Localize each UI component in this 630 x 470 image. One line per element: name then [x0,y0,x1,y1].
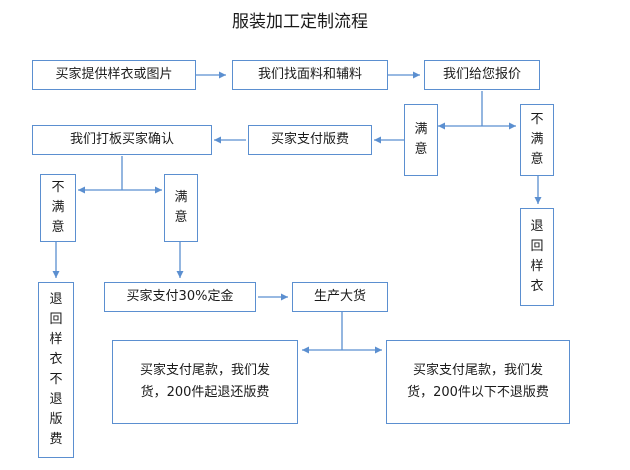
node-return-no-refund-char: 衣 [49,352,63,367]
node-quote-label: 我们给您报价 [442,67,521,82]
node-satisfied-1-char: 意 [414,142,428,157]
node-satisfied-2-char: 意 [174,210,188,225]
node-find-materials: 我们找面料和辅料 [232,60,388,90]
node-not-satisfied-1-char: 不 [530,112,544,127]
node-balance-over-200: 买家支付尾款，我们发 货，200件起退还版费 [112,340,298,424]
node-return-no-refund-char: 版 [49,412,63,427]
node-return-no-refund-char: 退 [49,392,63,407]
node-satisfied-1-char: 满 [414,122,428,137]
node-return-no-refund-char: 费 [49,432,63,447]
node-balance-over-200-line: 买家支付尾款，我们发 [139,363,270,378]
node-return-sample-1-char: 衣 [530,279,544,294]
node-buyer-provide-label: 买家提供样衣或图片 [55,67,173,82]
node-balance-under-200-line: 买家支付尾款，我们发 [412,363,543,378]
node-satisfied-1: 满 意 [404,104,438,176]
node-not-satisfied-1-char: 满 [530,132,544,147]
node-satisfied-2-char: 满 [174,190,188,205]
node-find-materials-label: 我们找面料和辅料 [257,67,362,82]
node-quote: 我们给您报价 [424,60,540,90]
node-not-satisfied-2-char: 满 [51,200,65,215]
node-not-satisfied-2: 不 满 意 [40,174,76,242]
node-not-satisfied-2-char: 不 [51,180,65,195]
node-pay-sample-fee: 买家支付版费 [248,125,372,155]
node-return-no-refund-char: 样 [49,332,63,347]
node-return-sample-1-char: 回 [530,239,544,254]
node-make-sample: 我们打板买家确认 [32,125,212,155]
node-return-sample-1-char: 样 [530,259,544,274]
node-not-satisfied-1: 不 满 意 [520,104,554,176]
node-return-sample-1-char: 退 [530,219,544,234]
node-return-no-refund-char: 回 [49,312,63,327]
node-return-no-refund-char: 退 [49,292,63,307]
node-balance-under-200: 买家支付尾款，我们发 货，200件以下不退版费 [386,340,570,424]
node-deposit: 买家支付30%定金 [104,282,256,312]
node-satisfied-2: 满 意 [164,174,198,242]
node-pay-sample-fee-label: 买家支付版费 [270,132,349,147]
node-deposit-label: 买家支付30%定金 [126,289,234,304]
node-mass-production: 生产大货 [292,282,388,312]
node-balance-under-200-line: 货，200件以下不退版费 [407,385,549,400]
node-not-satisfied-2-char: 意 [51,220,65,235]
node-buyer-provide: 买家提供样衣或图片 [32,60,196,90]
node-return-no-refund-char: 不 [49,372,63,387]
node-return-sample-no-refund: 退 回 样 衣 不 退 版 费 [38,282,74,458]
node-balance-over-200-line: 货，200件起退还版费 [140,385,270,400]
node-make-sample-label: 我们打板买家确认 [69,132,174,147]
page-title: 服装加工定制流程 [232,12,368,32]
node-return-sample-1: 退 回 样 衣 [520,208,554,306]
node-mass-production-label: 生产大货 [313,289,366,304]
node-not-satisfied-1-char: 意 [530,152,544,167]
